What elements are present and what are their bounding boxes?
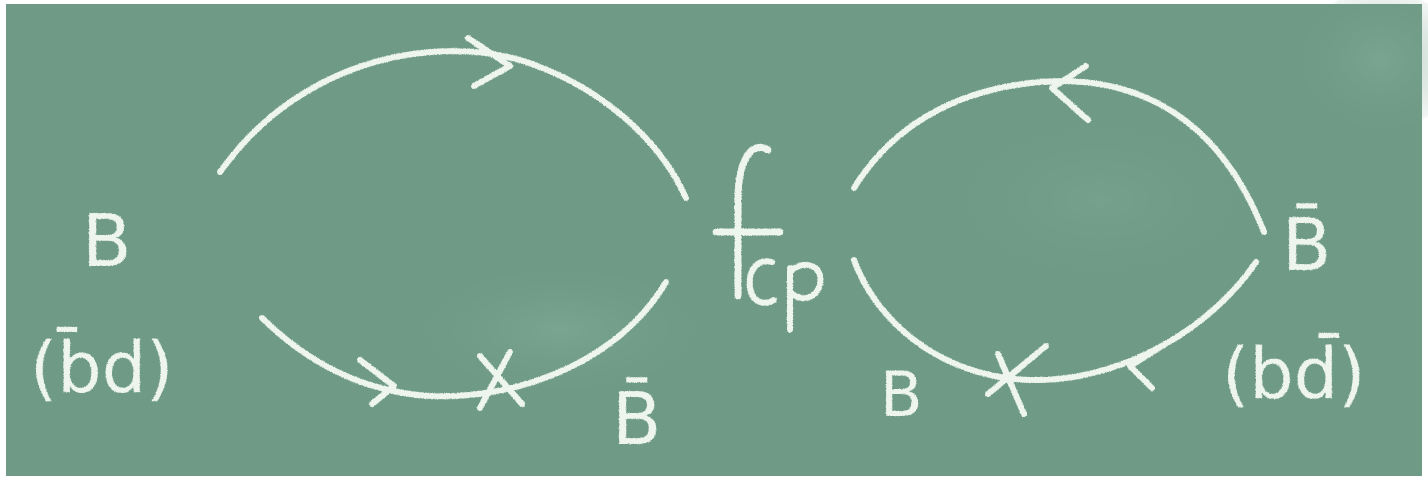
subscript-c-stroke <box>746 258 777 306</box>
left-initial-quarks-label: (b̄d) <box>30 326 174 409</box>
right-mixing-cross-icon <box>985 343 1049 417</box>
right-final-state-label: B <box>880 358 923 431</box>
right-upper-arc <box>851 78 1267 235</box>
left-lower-arc <box>259 279 669 400</box>
board-smudge <box>1300 0 1428 130</box>
right-upper-arrowhead <box>1049 63 1091 123</box>
right-initial-quarks-label: (bd̄) <box>1222 332 1366 415</box>
right-initial-state-label: B̄ <box>1282 203 1331 287</box>
board-smudge <box>420 270 700 390</box>
left-initial-state-label: B <box>82 199 131 283</box>
left-final-state-label: B̄ <box>612 377 661 461</box>
f-letter-stroke <box>734 144 772 300</box>
subscript-p-stroke <box>787 261 824 333</box>
left-lower-arrowhead <box>357 357 397 407</box>
left-upper-arrowhead <box>465 35 513 89</box>
right-lower-arc <box>851 257 1259 384</box>
right-lower-arrowhead <box>1127 343 1165 391</box>
board-smudge <box>950 120 1250 280</box>
left-mixing-cross-icon <box>477 349 525 411</box>
left-upper-arc <box>217 48 689 201</box>
